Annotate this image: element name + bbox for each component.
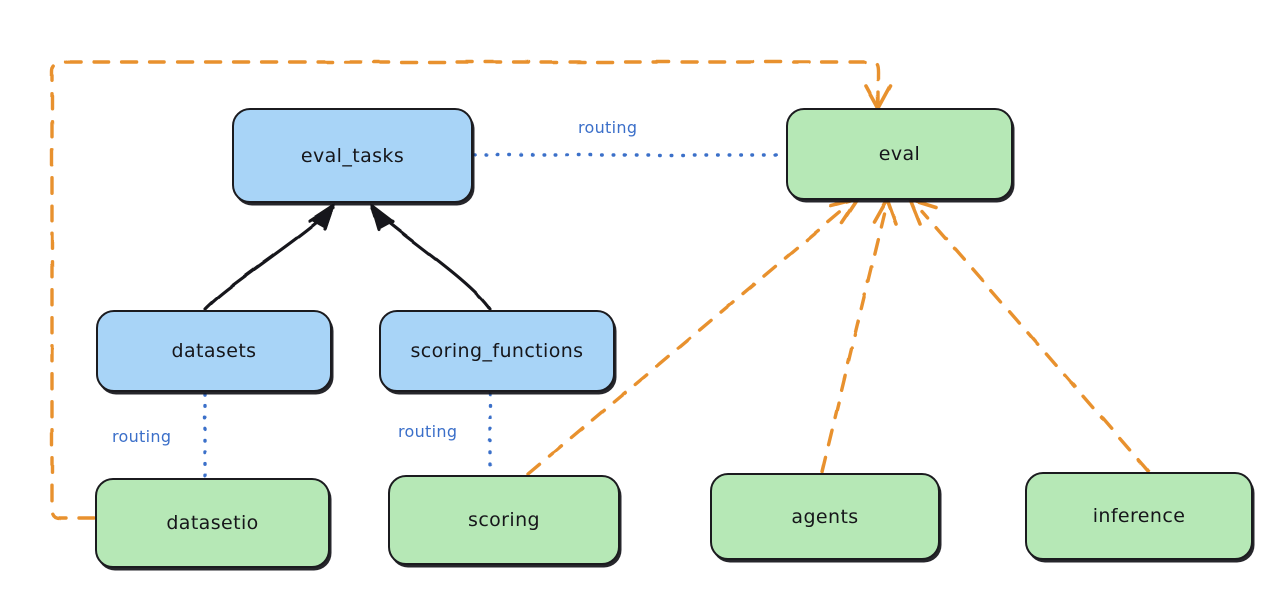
node-label: eval xyxy=(878,143,921,165)
node-label: agents xyxy=(791,505,859,528)
node-eval-tasks[interactable]: eval_tasks xyxy=(232,108,473,203)
edge-scoring-functions-to-eval-tasks xyxy=(370,203,492,311)
node-eval[interactable]: eval xyxy=(786,108,1013,200)
node-inference[interactable]: inference xyxy=(1025,472,1253,560)
node-datasets[interactable]: datasets xyxy=(96,310,332,392)
node-label: eval_tasks xyxy=(300,144,405,167)
node-label: inference xyxy=(1092,505,1186,527)
edge-agents-to-eval xyxy=(820,197,898,474)
edge-label-routing-datasets-datasetio: routing xyxy=(112,427,172,446)
edge-inference-to-eval xyxy=(908,197,1150,473)
edge-label-routing-eval-tasks-eval: routing xyxy=(578,118,638,137)
node-label: datasets xyxy=(171,340,257,362)
node-label: scoring_functions xyxy=(410,340,584,362)
node-datasetio[interactable]: datasetio xyxy=(95,478,330,568)
node-agents[interactable]: agents xyxy=(710,473,940,560)
edge-label-routing-scoring-functions-scoring: routing xyxy=(398,422,458,441)
edge-datasetio-to-eval xyxy=(50,60,892,520)
node-label: scoring xyxy=(468,509,540,531)
node-scoring[interactable]: scoring xyxy=(388,475,620,565)
edge-scoring-to-eval xyxy=(526,197,860,476)
node-label: datasetio xyxy=(166,512,259,534)
node-scoring-functions[interactable]: scoring_functions xyxy=(379,310,615,392)
edge-datasets-to-eval-tasks xyxy=(203,203,335,311)
